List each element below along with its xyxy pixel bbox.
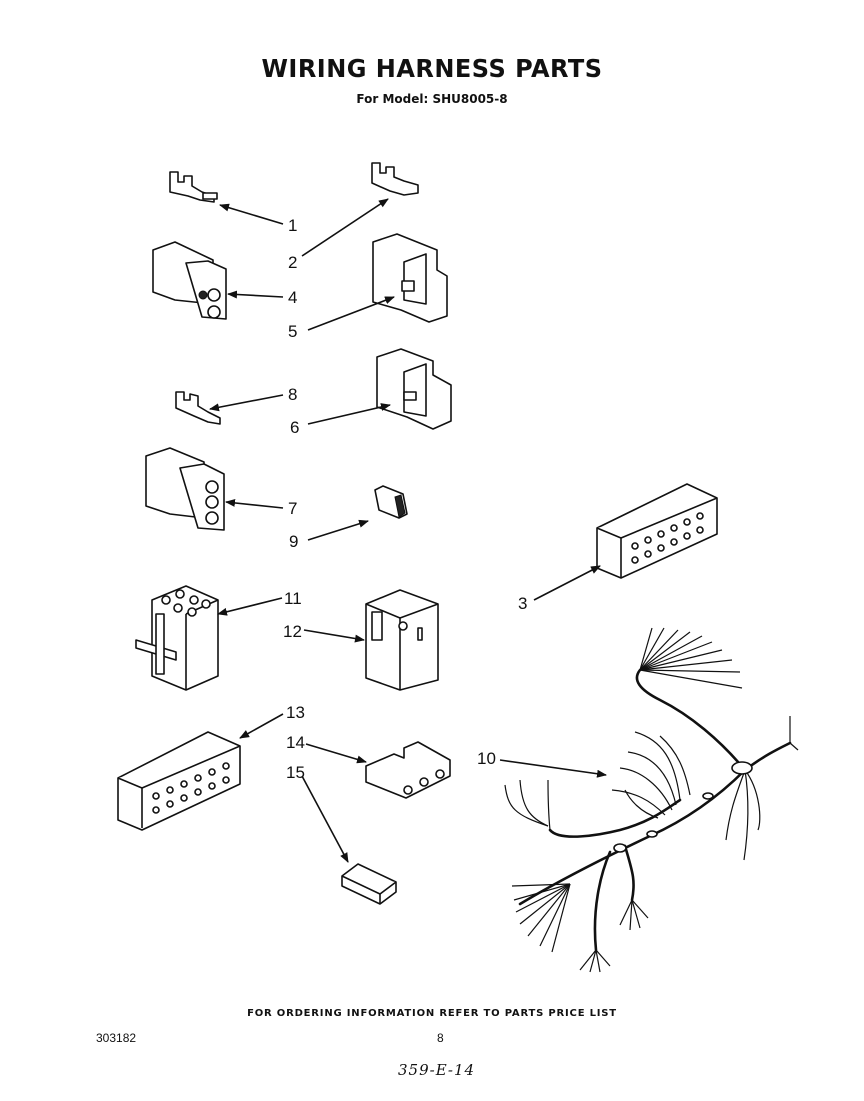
page-number: 8: [437, 1031, 444, 1045]
callout-9: 9: [289, 532, 298, 551]
part-13-multi-pin-block: [117, 731, 241, 831]
callout-14: 14: [286, 733, 305, 752]
part-2-terminal-socket: [371, 162, 419, 196]
handwritten-code: 359-E-14: [398, 1061, 476, 1079]
callout-2: 2: [288, 253, 297, 272]
ordering-information-note: FOR ORDERING INFORMATION REFER TO PARTS …: [247, 1008, 617, 1019]
callout-11: 11: [284, 589, 302, 608]
callout-leader-lines: [209, 198, 607, 863]
part-7-three-pin-housing: [145, 447, 225, 531]
part-3-multi-pin-block: [596, 483, 718, 579]
callout-10: 10: [477, 749, 496, 768]
page-title: WIRING HARNESS PARTS: [261, 54, 603, 83]
callout-4: 4: [288, 288, 297, 307]
part-6-housing: [376, 348, 452, 430]
callout-8: 8: [288, 385, 297, 404]
part-8-terminal: [175, 391, 221, 425]
part-1-terminal-pin: [169, 171, 218, 203]
part-11-nine-pin-housing: [135, 585, 219, 691]
document-number: 303182: [96, 1031, 137, 1045]
callout-3: 3: [518, 594, 527, 613]
part-5-housing: [372, 233, 448, 323]
part-9-small-housing: [374, 485, 408, 519]
callout-1: 1: [288, 216, 297, 235]
callout-5: 5: [288, 322, 297, 341]
part-10-wiring-harness: [504, 627, 799, 973]
part-12-housing: [365, 589, 439, 691]
callout-13: 13: [286, 703, 305, 722]
model-subtitle: For Model: SHU8005-8: [356, 92, 508, 106]
callout-labels: 1 2 3 4 5 6 7 8 9 10 11 12 13 14 15: [283, 216, 527, 782]
callout-7: 7: [288, 499, 297, 518]
part-14-housing: [365, 741, 451, 799]
callout-12: 12: [283, 622, 302, 641]
callout-15: 15: [286, 763, 305, 782]
part-3-pin-holes: [631, 512, 704, 564]
callout-6: 6: [290, 418, 299, 437]
part-4-two-pin-housing: [152, 241, 227, 320]
part-15-block: [341, 863, 397, 905]
